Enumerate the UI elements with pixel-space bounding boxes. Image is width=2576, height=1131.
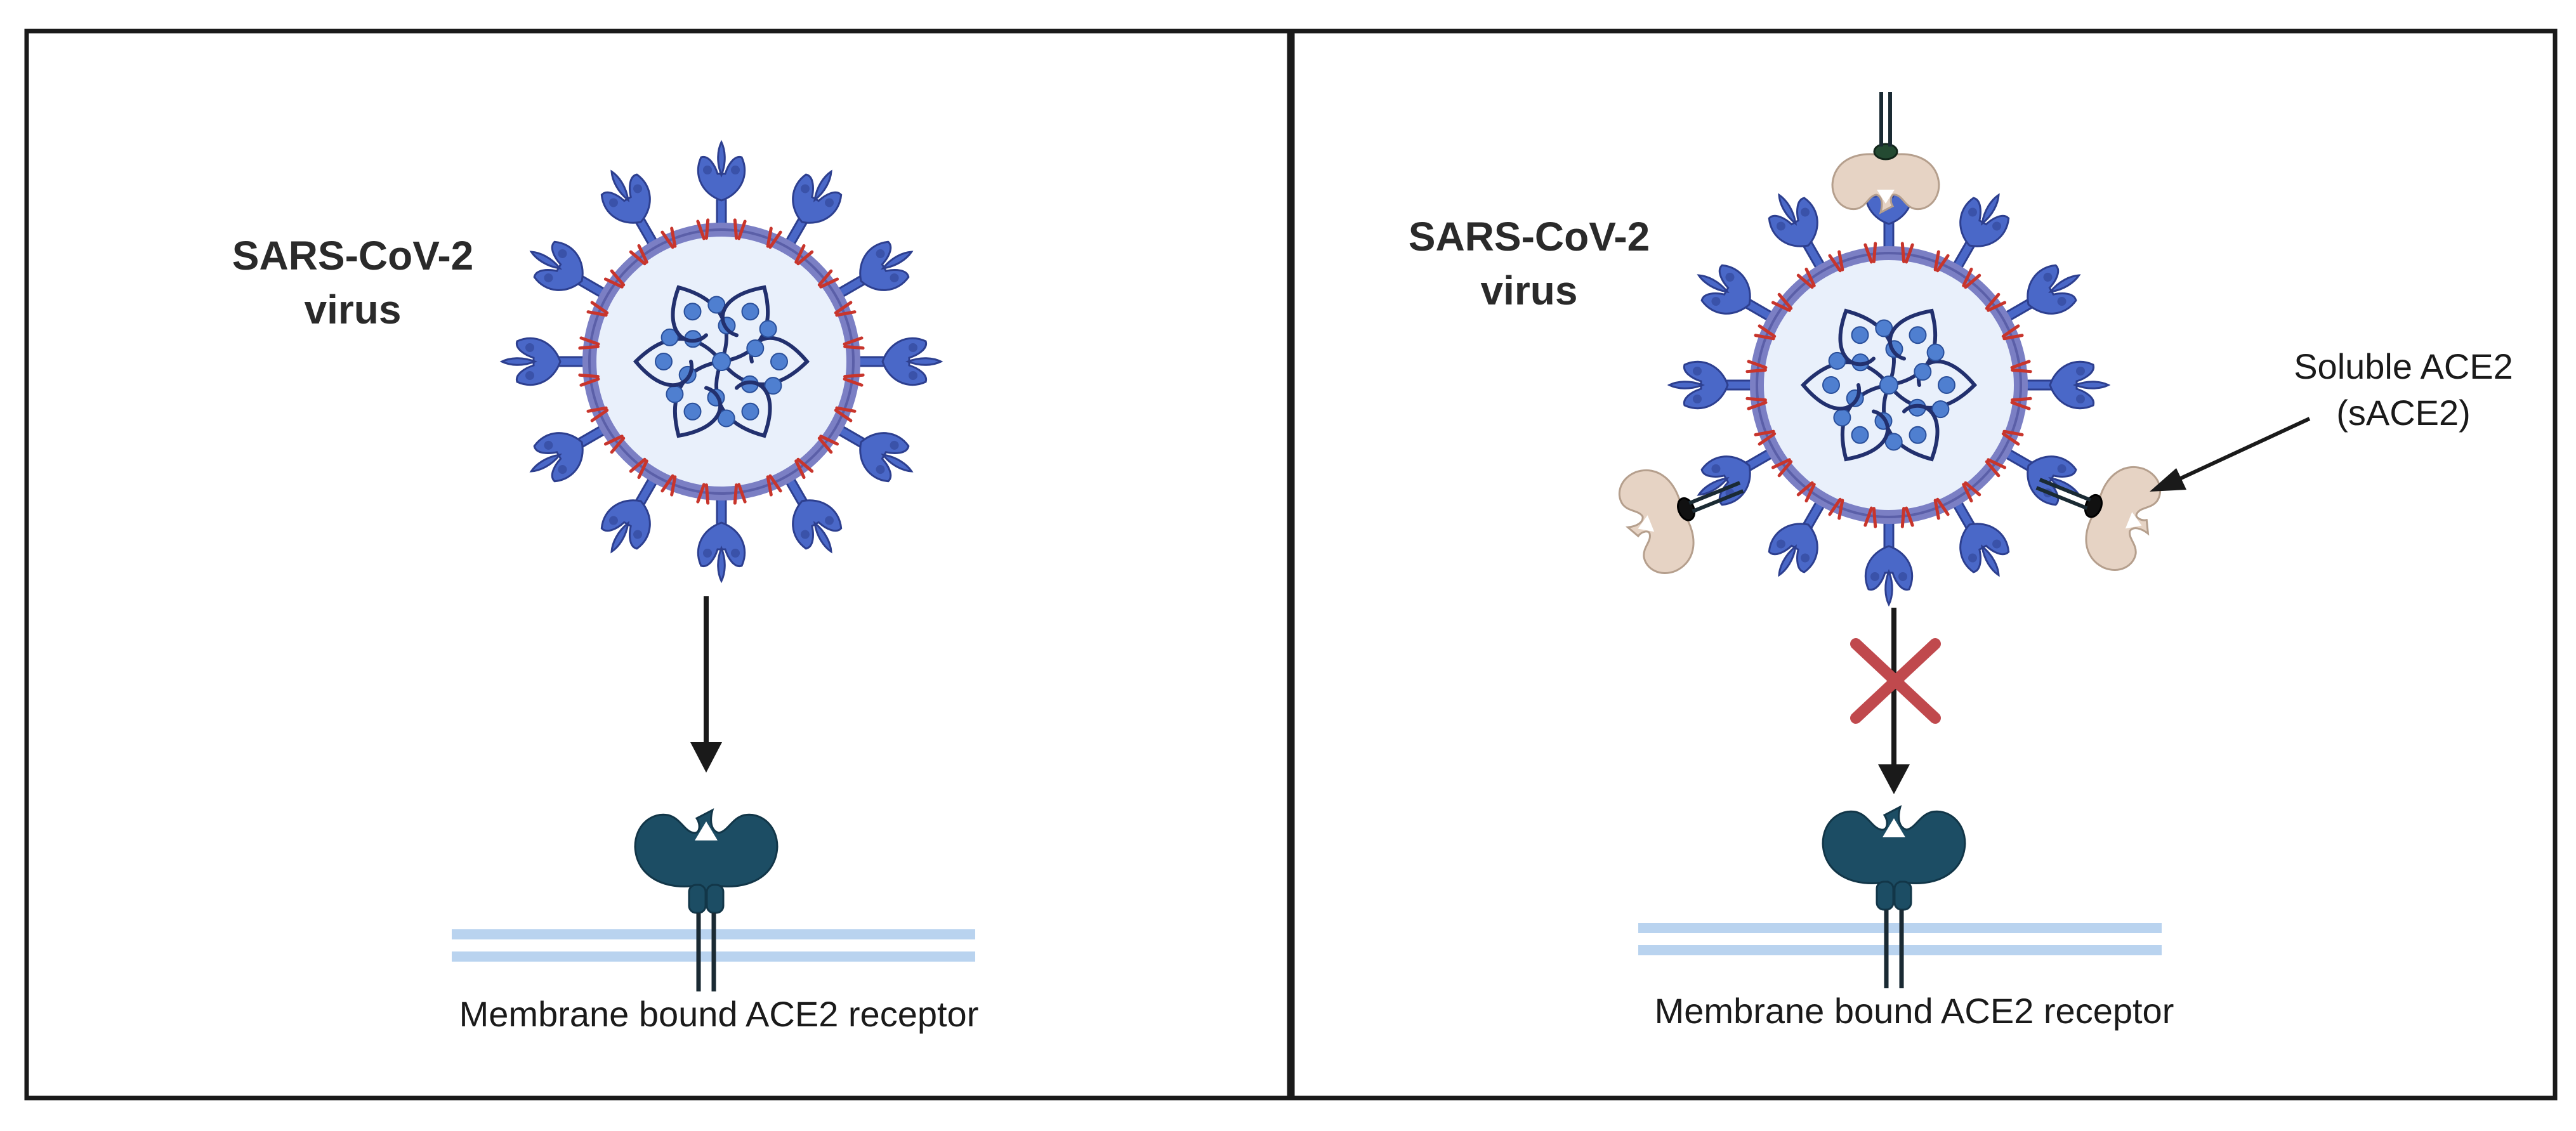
svg-text:(sACE2): (sACE2) [2336, 393, 2471, 433]
svg-text:SARS-CoV-2: SARS-CoV-2 [232, 233, 474, 278]
right-ace2-receptor-icon [1822, 806, 1966, 988]
left-ace2-receptor-icon [634, 809, 779, 991]
left-arrow-icon [690, 596, 722, 773]
rna-coil [1838, 308, 1903, 387]
svg-text:virus: virus [1481, 268, 1578, 313]
soluble-ace2-top-icon [1831, 92, 1940, 214]
rna-coil [1833, 383, 1891, 462]
svg-text:virus: virus [305, 287, 402, 332]
left-virus-label: SARS-CoV-2 virus [232, 233, 474, 332]
rna-coil [671, 285, 736, 363]
rna-coil [633, 328, 723, 388]
soluble-ace2-left-icon [1608, 459, 1744, 583]
left-virus-particle-icon [501, 141, 942, 582]
spike-protein [501, 337, 588, 386]
svg-text:SARS-CoV-2: SARS-CoV-2 [1409, 214, 1650, 259]
rna-coil [720, 285, 777, 363]
spike-protein [697, 495, 746, 582]
soluble-ace2-right-icon [2035, 456, 2171, 580]
right-virus-particle-icon [1668, 164, 2110, 606]
rna-coil [1800, 351, 1891, 411]
right-panel-frame [1290, 29, 2558, 1101]
spike-protein [2022, 360, 2110, 410]
block-x-icon [1850, 638, 1941, 724]
right-arrow-icon [1878, 608, 1910, 794]
svg-text:Soluble ACE2: Soluble ACE2 [2294, 346, 2513, 386]
right-virus-label: SARS-CoV-2 virus [1409, 214, 1650, 313]
soluble-ace2-label: Soluble ACE2 (sACE2) [2294, 346, 2513, 433]
soluble-ace2-pointer-arrow-icon [2150, 417, 2311, 492]
spike-protein [1864, 518, 1914, 606]
spike-protein [697, 141, 746, 228]
spike-protein [1668, 360, 1756, 410]
spike-protein [855, 337, 942, 386]
right-membrane-label: Membrane bound ACE2 receptor [1655, 991, 2174, 1031]
left-panel-frame [24, 29, 1292, 1101]
left-membrane-label: Membrane bound ACE2 receptor [459, 994, 979, 1034]
rna-coil [1887, 308, 1945, 387]
